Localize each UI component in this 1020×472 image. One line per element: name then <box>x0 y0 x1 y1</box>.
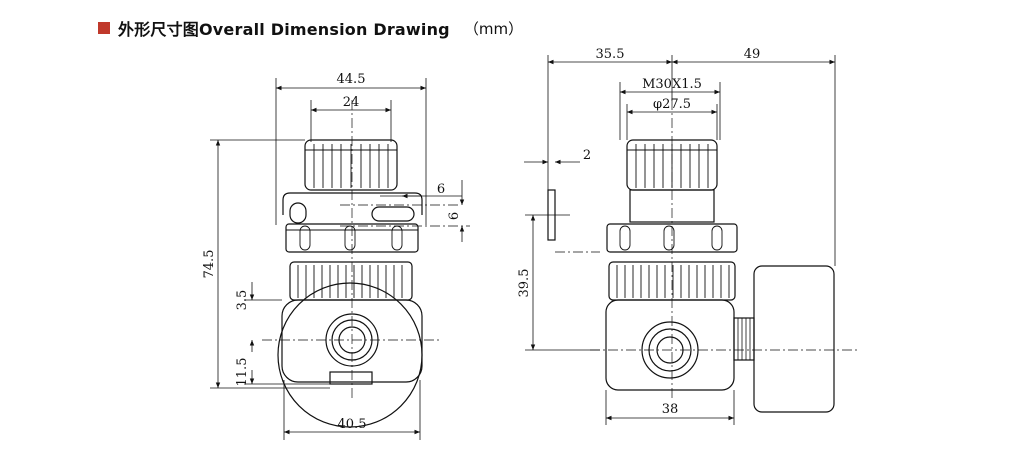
front-view <box>262 100 470 428</box>
page-title: 外形尺寸图Overall Dimension Drawing <box>118 20 450 39</box>
front-knob <box>304 139 398 191</box>
dim-thread: M30X1.5 <box>642 77 702 92</box>
dim-body-width: 40.5 <box>338 417 367 432</box>
dim-overall-width: 44.5 <box>337 72 366 87</box>
knob-ribs <box>313 144 389 188</box>
body-circle <box>277 282 423 428</box>
dim-slot-height: 6 <box>447 212 462 220</box>
header: 外形尺寸图Overall Dimension Drawing （mm） <box>98 16 523 40</box>
dim-panel-thickness: 2 <box>583 148 591 163</box>
side-dimensions <box>524 55 836 425</box>
gauge-connector <box>733 317 755 361</box>
header-square-icon <box>98 22 110 34</box>
dim-port-offset: 3.5 <box>235 290 250 311</box>
side-view <box>547 100 860 413</box>
left-slot <box>289 202 307 224</box>
dim-port-height: 39.5 <box>517 269 532 298</box>
side-body <box>605 299 735 391</box>
dim-side-body-width: 38 <box>662 402 679 417</box>
pressure-gauge <box>753 265 835 413</box>
side-dimension-labels: 35.5 49 M30X1.5 φ27.5 2 39.5 38 <box>517 47 760 417</box>
dim-knob-width: 24 <box>343 95 360 110</box>
dim-height: 74.5 <box>202 250 217 279</box>
dim-slot-width: 6 <box>437 182 445 197</box>
dim-bottom-offset: 11.5 <box>235 358 250 387</box>
dim-right-span: 49 <box>744 47 761 62</box>
unit-label: （mm） <box>463 19 524 38</box>
front-dimension-labels: 44.5 24 74.5 3.5 11.5 40.5 6 6 <box>202 72 462 432</box>
bracket <box>282 192 423 215</box>
dim-diameter: φ27.5 <box>653 97 691 112</box>
dim-left-span: 35.5 <box>596 47 625 62</box>
front-dimensions <box>210 78 465 440</box>
drain <box>329 371 373 385</box>
right-slot <box>371 206 415 222</box>
